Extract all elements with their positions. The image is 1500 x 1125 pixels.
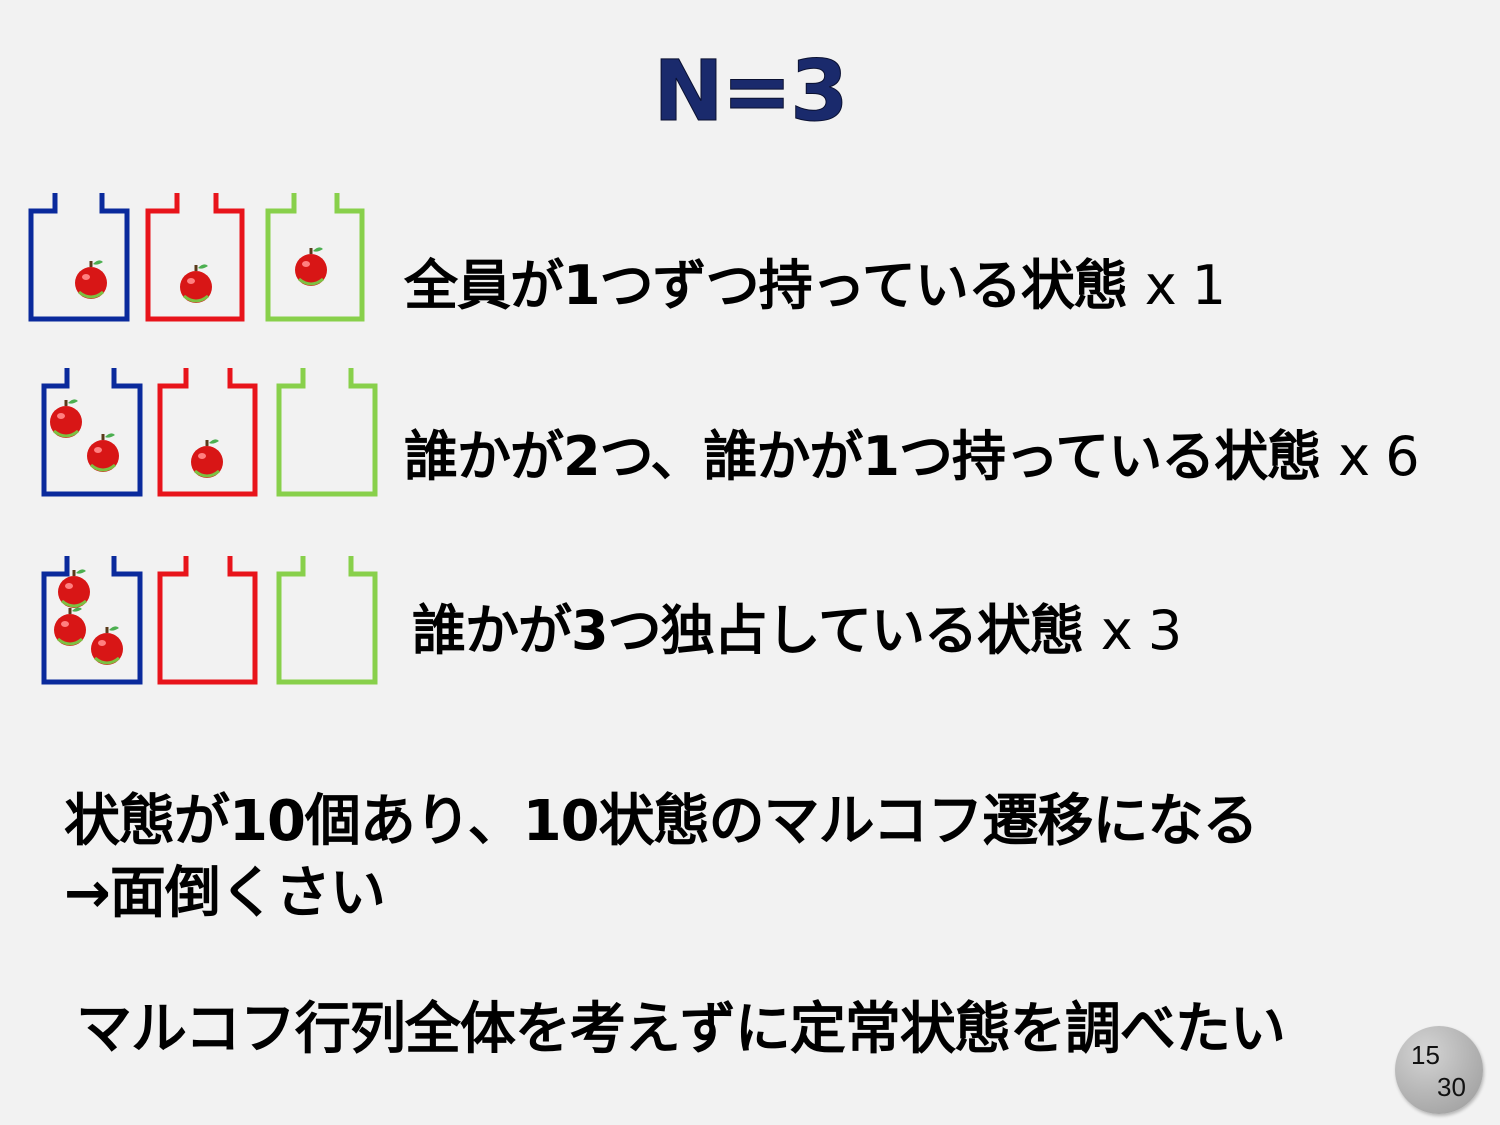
jar-group-3 [41, 556, 378, 685]
slide-title: N=3 [653, 42, 849, 141]
jar-green [265, 193, 365, 322]
page-total: 30 [1437, 1072, 1466, 1102]
jar-blue [28, 193, 130, 322]
state-label: 全員が1つずつ持っている状態 x 1 [404, 241, 1226, 320]
summary-line-2: →面倒くさい [64, 861, 386, 926]
jar-red [145, 193, 245, 322]
summary-line-1: 状態が10個あり、10状態のマルコフ遷移になる [64, 789, 1258, 854]
jar-blue [41, 368, 143, 497]
state-row-3: 誰かが3つ独占している状態 x 3 [0, 548, 1500, 698]
state-text: 誰かが3つ独占している状態 [412, 599, 1084, 662]
jar-red [157, 556, 258, 685]
state-multiplier: x 6 [1338, 425, 1419, 488]
jar-green [276, 368, 378, 497]
apple-icon [54, 607, 86, 646]
jar-group-2 [41, 368, 378, 497]
goal-line: マルコフ行列全体を考えずに定常状態を調べたい [76, 997, 1286, 1062]
state-row-1: 全員が1つずつ持っている状態 x 1 [0, 185, 1500, 335]
page-current: 15 [1411, 1040, 1440, 1070]
apple-icon [295, 247, 327, 286]
state-multiplier: x 1 [1144, 254, 1226, 317]
state-text: 誰かが2つ、誰かが1つ持っている状態 [404, 425, 1321, 488]
jar-blue [41, 556, 143, 685]
apple-icon [191, 439, 223, 478]
apple-icon [87, 433, 119, 472]
state-label: 誰かが3つ独占している状態 x 3 [412, 586, 1182, 665]
apple-icon [50, 399, 82, 438]
state-text: 全員が1つずつ持っている状態 [404, 254, 1128, 317]
state-multiplier: x 3 [1100, 599, 1182, 662]
apple-icon [91, 626, 123, 665]
apple-icon [58, 569, 90, 608]
jar-group-1 [28, 193, 365, 322]
jar-red [157, 368, 258, 497]
apple-icon [75, 260, 107, 299]
state-row-2: 誰かが2つ、誰かが1つ持っている状態 x 6 [0, 360, 1500, 510]
apple-icon [180, 264, 212, 303]
state-label: 誰かが2つ、誰かが1つ持っている状態 x 6 [404, 412, 1420, 491]
jar-green [276, 556, 378, 685]
page-number-badge: 15 30 [1395, 1026, 1483, 1114]
